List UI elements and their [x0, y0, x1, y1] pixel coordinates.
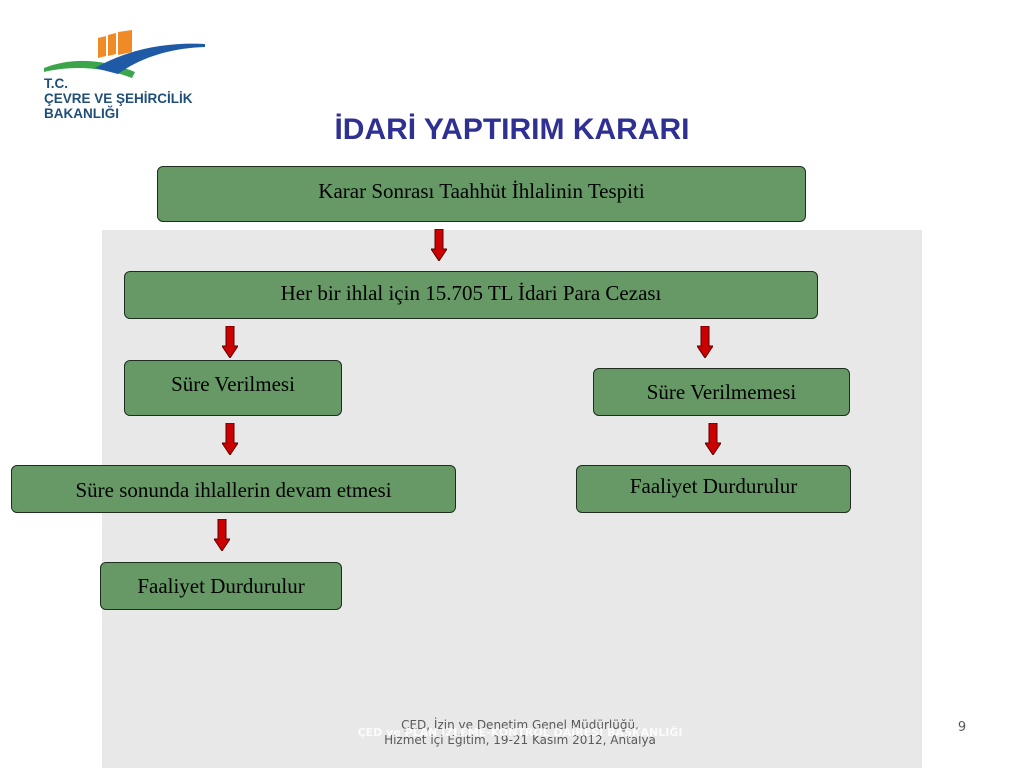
arrow-down-icon — [222, 326, 238, 358]
node-activity-stopped-right: Faaliyet Durdurulur — [576, 465, 851, 513]
footer-line-2: Hizmet içi Eğitim, 19-21 Kasım 2012, Ant… — [384, 733, 656, 747]
arrow-down-icon — [431, 229, 447, 261]
node-detection: Karar Sonrası Taahhüt İhlalinin Tespiti — [157, 166, 806, 222]
ministry-line-1: T.C. — [44, 76, 69, 91]
ministry-line-2: ÇEVRE VE ŞEHİRCİLİK — [44, 91, 193, 106]
node-time-not-given: Süre Verilmemesi — [593, 368, 850, 416]
footer-department: ÇED ve PLAN İZLEME-KONTROL DAİRESİ BAŞKA… — [357, 726, 683, 739]
ministry-line-3: BAKANLIĞI — [44, 106, 119, 121]
node-activity-stopped-left: Faaliyet Durdurulur — [100, 562, 342, 610]
ministry-logo — [44, 30, 205, 78]
footer-text: ÇED, İzin ve Denetim Genel Müdürlüğü, Hi… — [330, 718, 710, 748]
arrow-down-icon — [697, 326, 713, 358]
page-number: 9 — [957, 720, 967, 735]
arrow-down-icon — [214, 519, 230, 551]
footer-line-1: ÇED, İzin ve Denetim Genel Müdürlüğü, — [401, 718, 639, 732]
slide-title: İDARİ YAPTIRIM KARARI — [334, 113, 690, 146]
arrow-down-icon — [705, 423, 721, 455]
node-penalty: Her bir ihlal için 15.705 TL İdari Para … — [124, 271, 818, 319]
ministry-name: T.C. ÇEVRE VE ŞEHİRCİLİK BAKANLIĞI — [44, 76, 193, 121]
node-time-given: Süre Verilmesi — [124, 360, 342, 416]
logo-blue-swoosh-icon — [95, 43, 205, 74]
arrow-down-icon — [222, 423, 238, 455]
logo-blocks-icon — [98, 30, 132, 58]
node-violations-continue: Süre sonunda ihlallerin devam etmesi — [11, 465, 456, 513]
